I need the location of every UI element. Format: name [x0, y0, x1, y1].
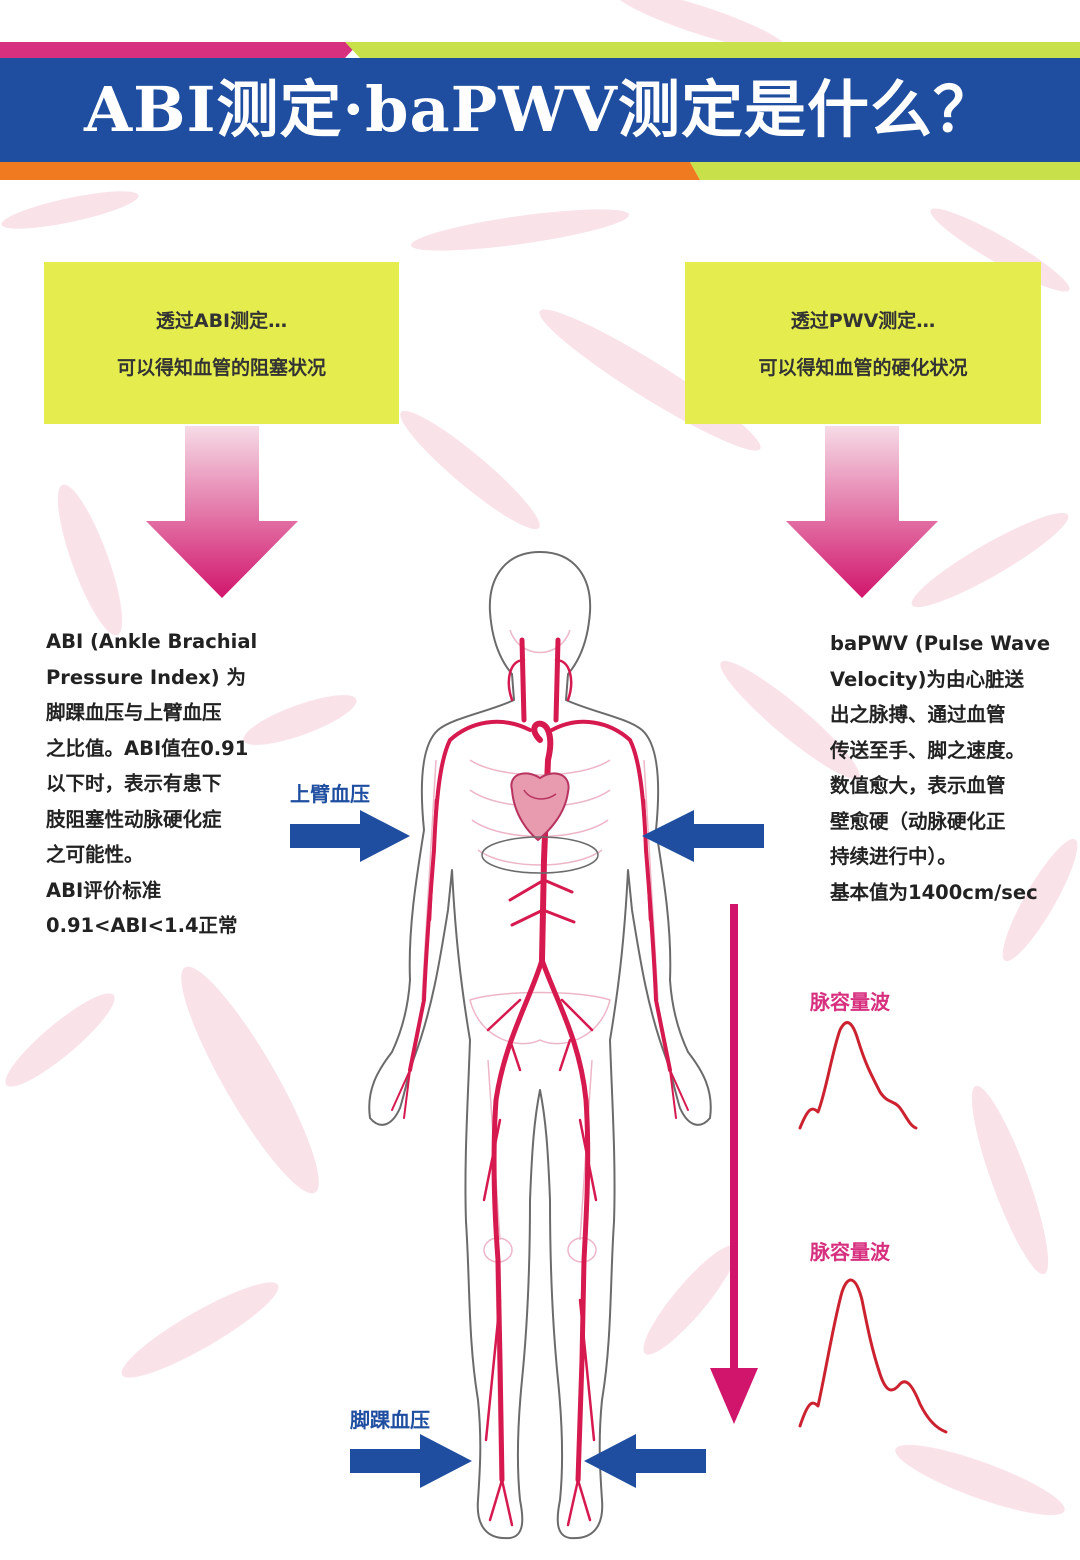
- abi-callout-line2: 可以得知血管的阻塞状况: [116, 357, 326, 379]
- abi-line: ABI (Ankle Brachial: [46, 630, 258, 653]
- arterial-system: [391, 637, 689, 1527]
- upper-arm-right-arrow: [642, 810, 764, 862]
- pwv-line: 传送至手、脚之速度。: [830, 738, 1026, 762]
- upper-arm-left-arrow: [290, 810, 410, 862]
- abi-line: ABI评价标准: [46, 878, 162, 902]
- pwv-callout-line1: 透过PWV测定…: [790, 310, 936, 332]
- abi-line: 脚踝血压与上臂血压: [46, 701, 222, 724]
- propagation-arrow: [710, 904, 758, 1424]
- pwv-line: Velocity)为由心脏送: [830, 667, 1025, 691]
- abi-line: 0.91<ABI<1.4正常: [46, 914, 238, 937]
- pwv-callout-line2: 可以得知血管的硬化状况: [758, 357, 968, 379]
- abi-callout-box: 透过ABI测定… 可以得知血管的阻塞状况: [44, 262, 399, 424]
- pulse-volume-wave-label-2: 脉容量波: [810, 1240, 890, 1264]
- abi-line: 之比值。ABI值在0.91: [46, 736, 249, 760]
- pwv-line: baPWV (Pulse Wave: [830, 632, 1051, 655]
- abi-description: ABI (Ankle Brachial Pressure Index) 为 脚踝…: [46, 624, 257, 944]
- pulse-volume-wave-1: [798, 1021, 918, 1130]
- pwv-line: 基本值为1400cm/sec: [830, 880, 1038, 904]
- upper-arm-bp-label: 上臂血压: [290, 782, 370, 806]
- abi-callout-line1: 透过ABI测定…: [155, 310, 288, 332]
- page-title: ABI测定·baPWV测定是什么？: [84, 73, 996, 146]
- heart-icon: [510, 772, 570, 842]
- blue-arrows: [290, 810, 764, 1488]
- petal-decoration: [1, 0, 1078, 1516]
- ankle-left-arrow: [350, 1434, 472, 1488]
- pwv-description: baPWV (Pulse Wave Velocity)为由心脏送 出之脉搏、通过…: [830, 626, 1050, 910]
- body-outline: [368, 551, 712, 1540]
- pwv-line: 数值愈大，表示血管: [830, 774, 1006, 797]
- pwv-line: 壁愈硬（动脉硬化正: [830, 809, 1006, 833]
- ankle-right-arrow: [584, 1434, 706, 1488]
- pwv-line: 持续进行中）。: [830, 845, 957, 868]
- ankle-bp-label: 脚踝血压: [350, 1408, 430, 1432]
- pulse-volume-wave-2: [798, 1278, 948, 1434]
- abi-line: Pressure Index) 为: [46, 665, 246, 689]
- abi-line: 之可能性。: [46, 843, 144, 866]
- pulse-volume-wave-label-1: 脉容量波: [810, 990, 890, 1014]
- down-arrows: [146, 426, 938, 598]
- abi-line: 以下时，表示有患下: [46, 772, 222, 795]
- pulse-waves: [798, 1021, 948, 1434]
- pwv-callout-box: 透过PWV测定… 可以得知血管的硬化状况: [685, 262, 1041, 424]
- pwv-line: 出之脉搏、通过血管: [830, 703, 1006, 726]
- diaphragm: [481, 836, 599, 874]
- title-banner-shapes: [0, 42, 1080, 180]
- abi-line: 肢阻塞性动脉硬化症: [46, 807, 222, 831]
